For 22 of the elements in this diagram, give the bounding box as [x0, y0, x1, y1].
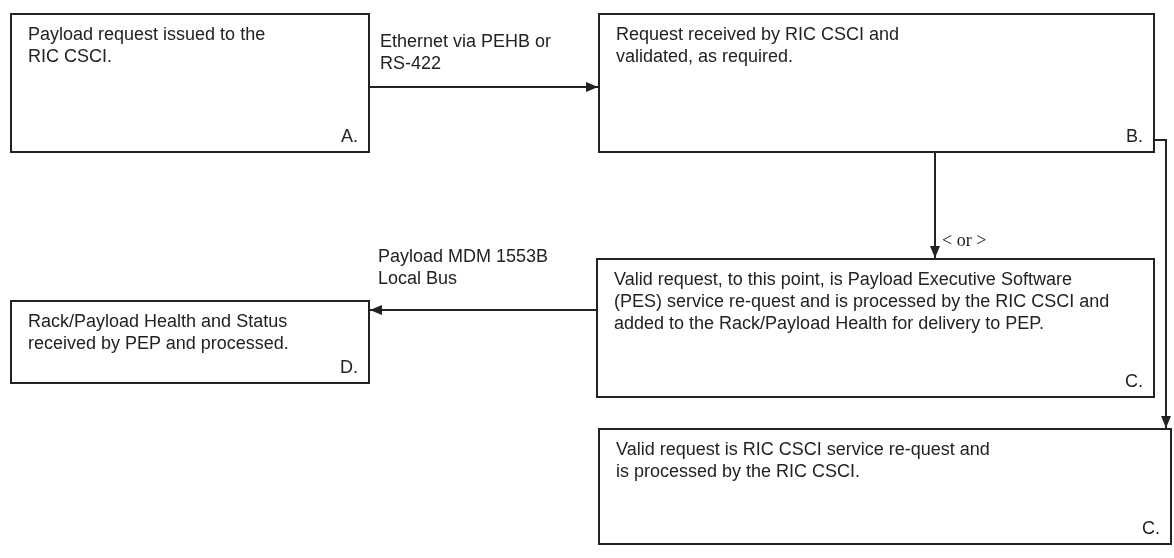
step-letter: C.: [1125, 371, 1143, 392]
edge-label: Ethernet via PEHB or RS-422: [380, 30, 553, 74]
arrow: [1154, 139, 1171, 429]
box-text: Request received by RIC CSCI and validated, as required.: [616, 23, 901, 67]
process-box: [10, 300, 370, 384]
step-letter: D.: [340, 357, 358, 378]
arrow: [930, 152, 940, 259]
process-box: [598, 428, 1172, 545]
box-text: Rack/Payload Health and Status received by PEP and processed.: [28, 310, 290, 354]
box-text: Payload request issued to the RIC CSCI.: [28, 23, 267, 67]
arrow: [369, 305, 597, 315]
box-text: Valid request is RIC CSCI service re-quest and is processed by the RIC CSCI.: [616, 438, 991, 482]
edge-label: < or >: [942, 229, 988, 251]
arrow: [369, 82, 599, 92]
process-box: [596, 258, 1155, 398]
box-text: Valid request, to this point, is Payload Executive Software (PES) service re-quest and is processed by the RIC CSCI and added to the Rack/Payload Health for delivery to PEP.: [614, 268, 1111, 334]
step-letter: C.: [1142, 518, 1160, 539]
step-letter: B.: [1126, 126, 1143, 147]
process-box: [598, 13, 1155, 153]
edge-label: Payload MDM 1553B Local Bus: [378, 245, 550, 289]
step-letter: A.: [341, 126, 358, 147]
process-box: [10, 13, 370, 153]
